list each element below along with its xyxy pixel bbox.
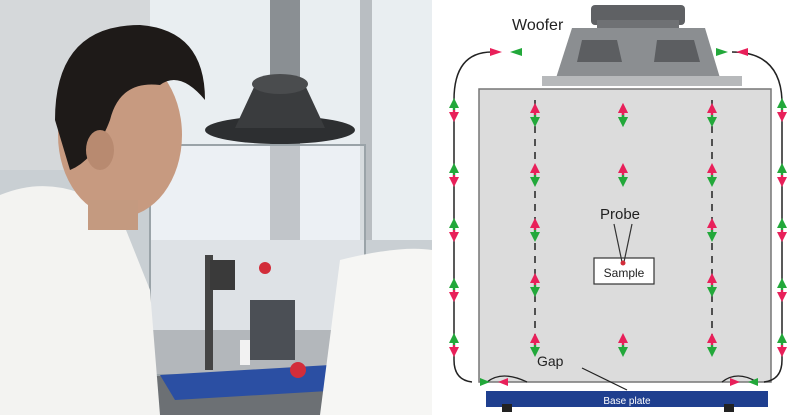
vertical-arrow-pair	[707, 273, 717, 297]
vertical-arrow-pair	[530, 273, 540, 297]
vertical-arrow-pair	[777, 163, 787, 187]
probe-stand	[205, 255, 213, 370]
vertical-arrow-pair	[530, 218, 540, 242]
woofer-photo-body	[235, 85, 325, 128]
vertical-arrow-pair	[777, 98, 787, 122]
person-ear	[86, 130, 114, 170]
sample-label: Sample	[604, 266, 645, 280]
bottom-arrow-left	[480, 378, 508, 386]
vertical-arrow-pair	[777, 333, 787, 357]
base-plate	[486, 391, 768, 407]
base-plate-label: Base plate	[603, 396, 651, 407]
white-bottle	[240, 340, 250, 365]
vertical-arrow-pair	[530, 103, 540, 127]
sample-stage	[250, 300, 295, 360]
vertical-arrow-pair	[707, 218, 717, 242]
vertical-arrow-pair	[530, 333, 540, 357]
vertical-arrow-pair	[707, 163, 717, 187]
vertical-arrow-pair	[449, 278, 459, 302]
gap-curve-left	[486, 375, 528, 383]
top-arrow-right	[716, 48, 748, 56]
vertical-arrow-pair	[449, 218, 459, 242]
lab-photo	[0, 0, 432, 415]
lab-coat-right	[320, 248, 432, 415]
vertical-arrow-pair	[707, 333, 717, 357]
top-arrow-left	[490, 48, 522, 56]
woofer-photo-magnet	[252, 74, 308, 94]
probe-contact	[620, 260, 626, 266]
vertical-arrow-pair	[777, 278, 787, 302]
vertical-arrow-pair	[530, 163, 540, 187]
vertical-arrow-pair	[618, 163, 628, 187]
vertical-arrow-pair	[449, 98, 459, 122]
probe-label: Probe	[600, 206, 640, 223]
base-plate-pointer	[581, 367, 628, 391]
woofer-icon	[542, 5, 742, 86]
vertical-arrow-pair	[449, 163, 459, 187]
base-foot-right	[724, 404, 734, 412]
vertical-arrow-pair	[449, 333, 459, 357]
red-disc	[290, 362, 306, 378]
vertical-arrow-pair	[777, 218, 787, 242]
lab-coat	[0, 186, 160, 415]
vertical-arrow-pair	[618, 103, 628, 127]
person-neck	[88, 200, 138, 230]
enclosure-box	[478, 88, 772, 383]
woofer-label: Woofer	[512, 17, 564, 34]
red-knob	[259, 262, 271, 274]
probe-holder	[210, 260, 235, 290]
probe-tips	[613, 223, 633, 263]
bottom-arrow-right	[730, 378, 758, 386]
vertical-arrow-pair	[707, 103, 717, 127]
schematic-diagram: Woofer Base plate Gap Sample Probe	[449, 5, 787, 412]
gap-label: Gap	[537, 353, 564, 369]
base-foot-left	[502, 404, 512, 412]
vertical-arrow-pair	[618, 333, 628, 357]
oscillation-arrows	[449, 98, 787, 357]
